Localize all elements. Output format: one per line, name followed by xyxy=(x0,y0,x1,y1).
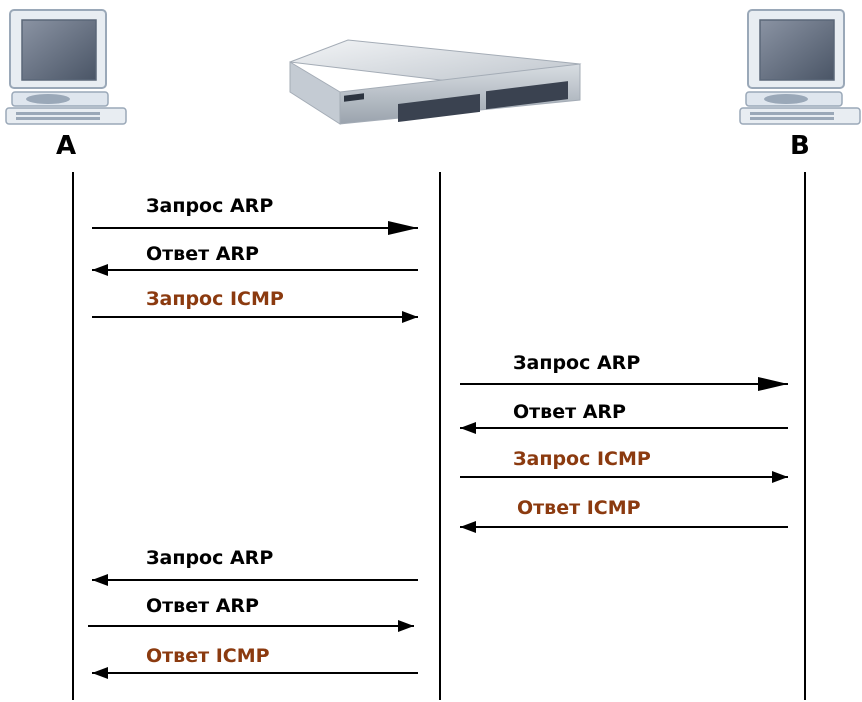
message-list: Запрос ARP Ответ ARP Запрос ICMP Запрос ARP… xyxy=(88,195,788,679)
message-label: Запрос ICMP xyxy=(513,448,651,470)
message-arrowhead xyxy=(402,311,418,323)
message-arrowhead xyxy=(92,667,108,679)
message-label: Запрос ARP xyxy=(146,547,273,569)
message-label: Запрос ICMP xyxy=(146,288,284,310)
message-8: Запрос ARP xyxy=(92,547,418,586)
message-arrowhead xyxy=(772,471,788,483)
message-arrowhead xyxy=(460,422,476,434)
node-b-label: B xyxy=(790,131,810,161)
message-2: Ответ ARP xyxy=(92,243,418,276)
message-arrowhead xyxy=(758,377,788,391)
message-arrowhead xyxy=(388,221,418,235)
message-arrowhead xyxy=(92,264,108,276)
message-10: Ответ ICMP xyxy=(92,645,418,679)
message-label: Ответ ARP xyxy=(146,243,259,265)
message-label: Запрос ARP xyxy=(146,195,273,217)
node-a-label: A xyxy=(56,131,76,161)
message-5: Ответ ARP xyxy=(460,401,788,434)
message-arrowhead xyxy=(398,620,414,632)
switch-icon xyxy=(289,39,582,125)
message-label: Ответ ARP xyxy=(513,401,626,423)
message-label: Запрос ARP xyxy=(513,352,640,374)
message-arrowhead xyxy=(460,521,476,533)
message-1: Запрос ARP xyxy=(92,195,418,235)
message-label: Ответ ICMP xyxy=(146,645,270,667)
message-9: Ответ ARP xyxy=(88,595,414,632)
computer-b-icon xyxy=(739,9,861,125)
message-7: Ответ ICMP xyxy=(460,497,788,533)
message-label: Ответ ICMP xyxy=(517,497,641,519)
message-arrowhead xyxy=(92,574,108,586)
computer-a-icon xyxy=(5,9,127,125)
message-6: Запрос ICMP xyxy=(460,448,788,483)
message-label: Ответ ARP xyxy=(146,595,259,617)
message-3: Запрос ICMP xyxy=(92,288,418,323)
message-4: Запрос ARP xyxy=(460,352,788,391)
